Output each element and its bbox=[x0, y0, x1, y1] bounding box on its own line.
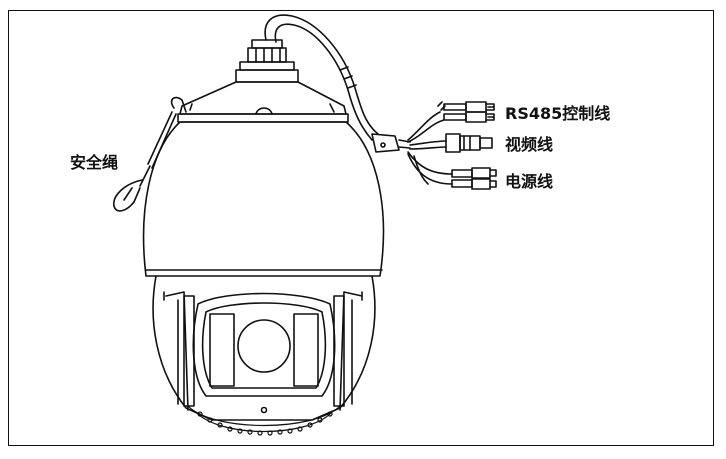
ir-bead-ring bbox=[187, 405, 341, 436]
camera-head bbox=[152, 275, 376, 421]
diagram-frame bbox=[8, 10, 714, 446]
power-cable-label: 电源线 bbox=[505, 172, 554, 191]
main-cable bbox=[264, 14, 379, 141]
safety-rope bbox=[113, 96, 187, 212]
cable-junction bbox=[371, 133, 411, 153]
lens-icon bbox=[237, 319, 291, 373]
dome-roof bbox=[177, 81, 349, 123]
dome-housing bbox=[142, 121, 385, 277]
safety-rope-label: 安全绳 bbox=[70, 153, 119, 172]
rs485-cable bbox=[407, 101, 495, 143]
rs485-cable-label: RS485控制线 bbox=[505, 104, 611, 123]
lens-window bbox=[192, 292, 336, 414]
video-cable bbox=[409, 133, 493, 153]
top-connector bbox=[235, 39, 299, 83]
video-cable-label: 视频线 bbox=[505, 135, 554, 154]
power-cable bbox=[407, 151, 497, 190]
